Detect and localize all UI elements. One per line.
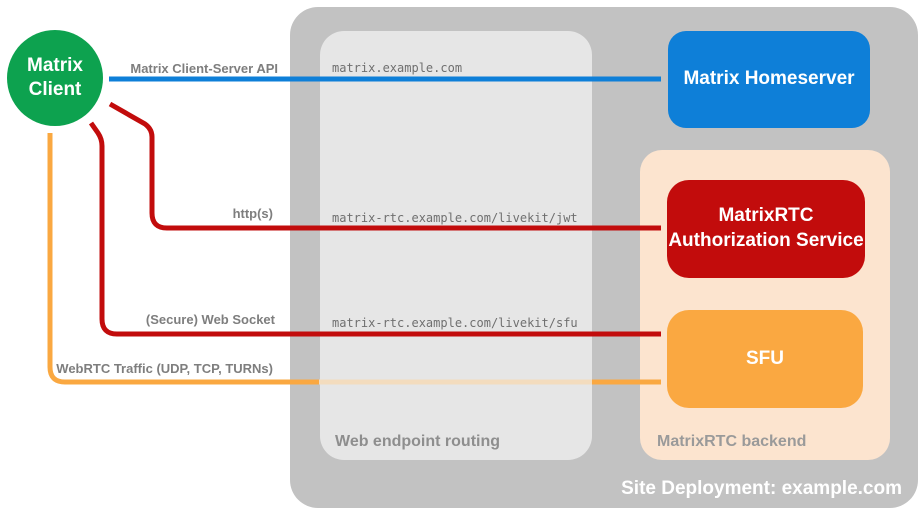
web-endpoint-routing-caption: Web endpoint routing	[335, 433, 501, 450]
label-client-server-api: Matrix Client-Server API	[130, 61, 278, 76]
node-sfu-label: SFU	[746, 347, 784, 369]
site-deployment-caption: Site Deployment: example.com	[621, 478, 902, 499]
endpoint-livekit-sfu: matrix-rtc.example.com/livekit/sfu	[332, 316, 578, 330]
matrixrtc-backend-caption: MatrixRTC backend	[657, 433, 807, 450]
node-matrix-client: Matrix Client	[7, 30, 103, 126]
node-matrix-client-label: Matrix Client	[27, 55, 83, 100]
label-webrtc-traffic: WebRTC Traffic (UDP, TCP, TURNs)	[56, 361, 273, 376]
endpoint-matrix-example-com: matrix.example.com	[332, 61, 463, 75]
node-matrix-homeserver-label: Matrix Homeserver	[683, 68, 855, 90]
web-endpoint-routing-container: Web endpoint routing	[320, 31, 592, 460]
node-matrix-homeserver: Matrix Homeserver	[668, 31, 870, 128]
node-matrixrtc-authorization-service: MatrixRTC Authorization Service	[667, 180, 865, 278]
arrow-webrtc-client-segment	[47, 133, 319, 385]
endpoint-livekit-jwt: matrix-rtc.example.com/livekit/jwt	[332, 211, 578, 225]
label-websocket: (Secure) Web Socket	[145, 312, 275, 327]
node-sfu: SFU	[667, 310, 863, 408]
node-matrixrtc-authorization-service-label: MatrixRTC Authorization Service	[668, 205, 864, 251]
label-https: http(s)	[232, 206, 273, 221]
